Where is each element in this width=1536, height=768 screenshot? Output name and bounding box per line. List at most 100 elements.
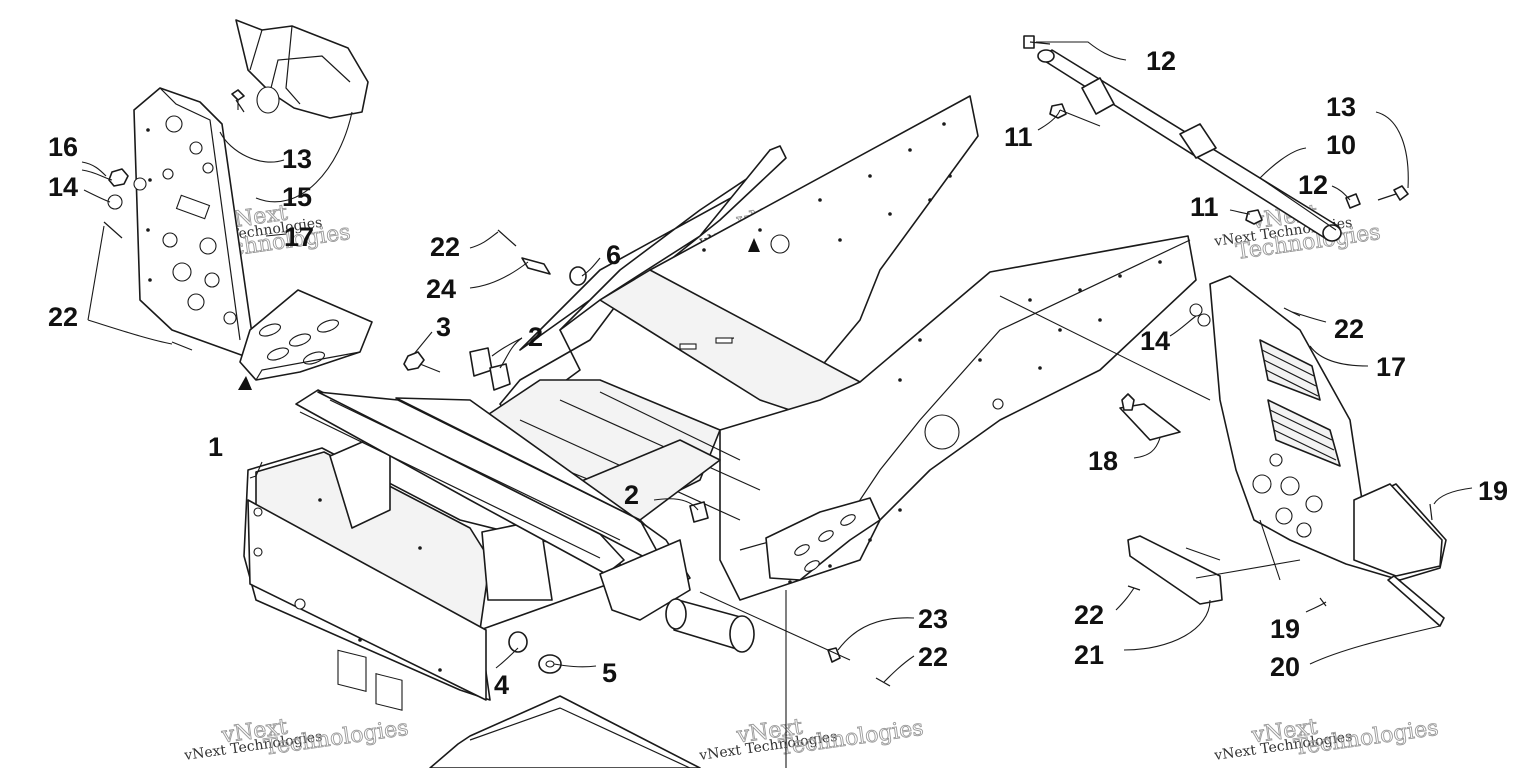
- tray-edge: [255, 351, 361, 381]
- callout-labels: 1 2 2 3 4 5 6 10 11 11 12 12 13 13 14 14…: [48, 46, 1508, 700]
- bushing-2c: [689, 501, 709, 523]
- callout-22: 22: [918, 642, 948, 672]
- callout-11: 11: [1004, 122, 1033, 152]
- bolt-13-right: [1393, 185, 1409, 201]
- right-plate-grip-lower: [1267, 399, 1341, 467]
- plate-hole: [162, 168, 174, 180]
- stud: [715, 337, 733, 344]
- small-parts: [403, 229, 891, 687]
- tray-slot: [258, 323, 282, 337]
- callout-19: 19: [1478, 476, 1508, 506]
- grip-texture: [1261, 349, 1337, 461]
- bulkhead-front-face: [247, 499, 487, 701]
- watermark-bottom-center: vNext vNext Technologies Technologies: [697, 714, 925, 764]
- bracket-18: [1119, 403, 1181, 441]
- gusset-slot: [818, 530, 834, 542]
- frame-rivets: [318, 122, 1162, 672]
- right-footrest-assembly: [1119, 275, 1447, 627]
- tunnel-left-rail: [519, 149, 779, 351]
- tube-10-collar: [1179, 123, 1217, 159]
- gusset-slot: [840, 514, 856, 526]
- tube-end: [729, 615, 755, 653]
- bolt-12-right: [1345, 193, 1361, 209]
- rail-edges: [299, 399, 621, 559]
- tray-slot: [266, 347, 290, 361]
- left-footrest-assembly: [103, 19, 373, 390]
- steering-tube-assembly: [1023, 35, 1409, 242]
- leader-lines: [81, 41, 1473, 768]
- callout-14: 14: [48, 172, 78, 202]
- callout-12: 12: [1298, 170, 1328, 200]
- right-plate-hole: [1252, 474, 1272, 494]
- tube-10-end: [1037, 49, 1055, 63]
- main-plate-round-hole: [924, 414, 960, 450]
- plate-hole: [223, 311, 237, 325]
- pin-19-lower: [1319, 597, 1327, 607]
- right-plate-hole: [1305, 495, 1323, 513]
- plate-hole: [199, 237, 217, 255]
- bulkhead-hole: [253, 547, 263, 557]
- bushing-6: [569, 266, 587, 286]
- lower-skid-edge: [469, 707, 691, 768]
- callout-20: 20: [1270, 652, 1300, 682]
- callout-15: 15: [282, 182, 312, 212]
- bulkhead-window: [337, 649, 367, 692]
- pin-19-right: [1429, 503, 1433, 521]
- arrow-marker: [238, 376, 252, 390]
- main-plate-hole: [992, 398, 1004, 410]
- pin-22-left-upper: [103, 221, 123, 239]
- tray-slot: [316, 319, 340, 333]
- plate-hole: [187, 293, 205, 311]
- bracket-15-part: [235, 19, 369, 119]
- callout-11: 11: [1190, 192, 1219, 222]
- main-plate-hole: [770, 234, 790, 254]
- tube-end-inner: [665, 598, 687, 630]
- tray-slot: [288, 333, 312, 347]
- callout-22: 22: [1074, 600, 1104, 630]
- pin-22-center: [497, 229, 517, 247]
- right-end-bracket: [1353, 483, 1443, 577]
- callout-17: 17: [284, 222, 314, 252]
- callout-5: 5: [602, 658, 617, 688]
- bolt-16: [108, 168, 129, 187]
- callout-3: 3: [436, 312, 451, 342]
- bulkhead-hole: [294, 598, 306, 610]
- right-plate-hole: [1296, 522, 1312, 538]
- pin-22-left-lower: [171, 341, 193, 351]
- gusset-slot: [804, 560, 820, 572]
- rivet: [146, 128, 150, 132]
- bolt-13-left-shank: [235, 99, 245, 113]
- bracket-15-boss: [256, 86, 280, 114]
- watermark-bottom-left: vNext vNext Technologies Technologies: [182, 714, 410, 764]
- callout-17: 17: [1376, 352, 1406, 382]
- nut-11-top: [1049, 103, 1067, 119]
- pin-22-bottom: [875, 677, 891, 687]
- callout-1: 1: [208, 432, 223, 462]
- bolt-13-left: [231, 89, 245, 101]
- bolt-12-top: [1023, 35, 1035, 49]
- bracket-21: [1127, 535, 1223, 605]
- front-post-block: [599, 539, 691, 621]
- bulkhead-hole: [253, 507, 263, 517]
- bracket-18-stud: [1121, 393, 1135, 411]
- rivet: [146, 228, 150, 232]
- callout-12: 12: [1146, 46, 1176, 76]
- lower-skid-plate: [429, 695, 701, 768]
- callout-21: 21: [1074, 640, 1104, 670]
- bulkhead-window: [375, 673, 403, 711]
- callout-19: 19: [1270, 614, 1300, 644]
- washer-5-hole: [545, 660, 555, 668]
- callout-2: 2: [624, 480, 639, 510]
- left-side-plate-edge: [159, 87, 241, 341]
- bushing-2a: [469, 347, 493, 377]
- tube-10-end: [1322, 224, 1342, 242]
- stud: [679, 343, 697, 350]
- bushing-2b: [489, 363, 511, 391]
- callout-13: 13: [1326, 92, 1356, 122]
- callout-22: 22: [1334, 314, 1364, 344]
- bolt-12-top-shank: [1029, 41, 1051, 45]
- tube-10-bracket: [1081, 77, 1115, 115]
- callout-6: 6: [606, 240, 621, 270]
- upper-rail-rear: [395, 397, 691, 587]
- bracket-15-detail: [249, 25, 351, 105]
